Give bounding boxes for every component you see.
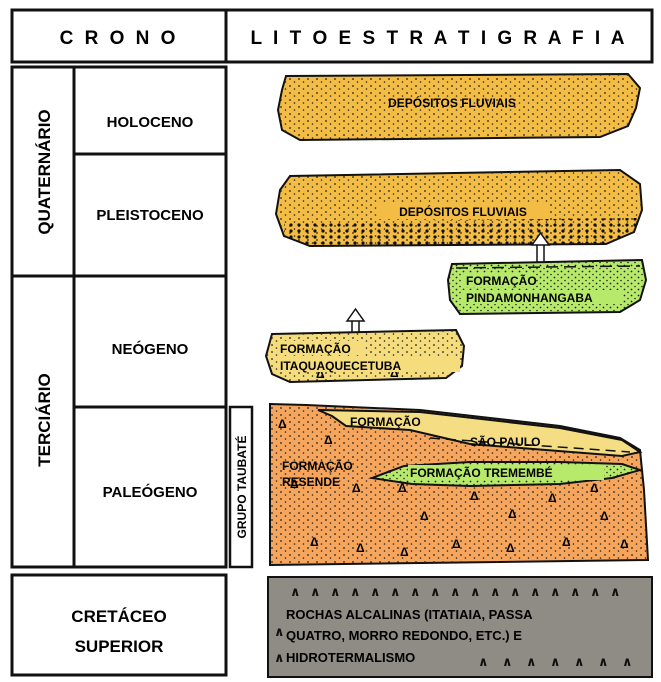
period-cretaceo: CRETÁCEO — [71, 607, 166, 626]
epoch-holoceno: HOLOCENO — [107, 114, 194, 131]
label-alcalinas-3: HIDROTERMALISMO — [286, 650, 415, 665]
svg-text:Δ: Δ — [620, 537, 629, 551]
svg-text:Δ: Δ — [324, 433, 333, 447]
svg-text:Δ: Δ — [470, 489, 479, 503]
svg-text:Δ: Δ — [352, 481, 361, 495]
svg-text:∧: ∧ — [526, 654, 537, 669]
svg-text:Δ: Δ — [452, 537, 461, 551]
svg-text:∧: ∧ — [598, 654, 609, 669]
unit-itaquaquecetuba: Δ Δ — [266, 330, 464, 382]
label-sao-paulo-1: FORMAÇÃO — [350, 414, 421, 429]
period-superior: SUPERIOR — [75, 637, 164, 656]
svg-text:Δ: Δ — [420, 509, 429, 523]
svg-text:Δ: Δ — [600, 509, 609, 523]
svg-text:∧: ∧ — [430, 584, 441, 599]
svg-text:∧: ∧ — [330, 584, 341, 599]
svg-text:∧: ∧ — [622, 654, 633, 669]
label-pindamonhangaba-1: FORMAÇÃO — [466, 273, 537, 288]
svg-text:Δ: Δ — [356, 541, 365, 555]
svg-text:Δ: Δ — [506, 541, 515, 555]
svg-text:∧: ∧ — [390, 584, 401, 599]
svg-text:∧: ∧ — [590, 584, 601, 599]
svg-text:∧: ∧ — [274, 624, 285, 639]
litho-header: L I T O E S T R A T I G R A F I A — [251, 28, 628, 49]
label-pindamonhangaba-2: PINDAMONHANGABA — [466, 291, 593, 305]
label-itaquaquecetuba-2: ITAQUAQUECETUBA — [280, 359, 401, 373]
label-sao-paulo-2: SÃO PAULO — [470, 434, 540, 449]
svg-text:∧: ∧ — [510, 584, 521, 599]
svg-text:Δ: Δ — [548, 491, 557, 505]
svg-text:∧: ∧ — [490, 584, 501, 599]
epoch-paleogeno: PALEÓGENO — [103, 483, 198, 501]
period-terciario: TERCIÁRIO — [35, 373, 54, 467]
label-tremembe: FORMAÇÃO TREMEMBÉ — [410, 465, 553, 480]
svg-text:∧: ∧ — [290, 584, 301, 599]
svg-text:Δ: Δ — [508, 507, 517, 521]
epoch-neogeno: NEÓGENO — [112, 340, 189, 358]
svg-text:∧: ∧ — [570, 584, 581, 599]
svg-text:∧: ∧ — [550, 584, 561, 599]
label-alcalinas-1: ROCHAS ALCALINAS (ITATIAIA, PASSA — [286, 607, 533, 622]
svg-text:∧: ∧ — [410, 584, 421, 599]
svg-text:∧: ∧ — [310, 584, 321, 599]
period-quaternario: QUATERNÁRIO — [35, 109, 54, 234]
label-resende-2: RESENDE — [282, 475, 340, 489]
svg-text:Δ: Δ — [310, 535, 319, 549]
svg-text:∧: ∧ — [370, 584, 381, 599]
svg-text:Δ: Δ — [590, 481, 599, 495]
svg-text:Δ: Δ — [562, 535, 571, 549]
grupo-taubate-label: GRUPO TAUBATÉ — [234, 436, 249, 539]
svg-text:Δ: Δ — [278, 417, 287, 431]
svg-text:∧: ∧ — [550, 654, 561, 669]
svg-text:∧: ∧ — [502, 654, 513, 669]
svg-text:∧: ∧ — [450, 584, 461, 599]
svg-text:Δ: Δ — [400, 545, 409, 559]
label-resende-1: FORMAÇÃO — [282, 458, 353, 473]
svg-text:∧: ∧ — [530, 584, 541, 599]
svg-text:∧: ∧ — [470, 584, 481, 599]
label-pleistoceno-deposits: DEPÓSITOS FLUVIAIS — [399, 204, 527, 219]
svg-text:∧: ∧ — [610, 584, 621, 599]
label-alcalinas-2: QUATRO, MORRO REDONDO, ETC.) E — [286, 628, 522, 643]
svg-text:∧: ∧ — [574, 654, 585, 669]
svg-text:∧: ∧ — [274, 650, 285, 665]
epoch-pleistoceno: PLEISTOCENO — [96, 207, 204, 224]
label-holoceno-deposits: DEPÓSITOS FLUVIAIS — [388, 95, 516, 110]
svg-text:∧: ∧ — [478, 654, 489, 669]
label-itaquaquecetuba-1: FORMAÇÃO — [280, 341, 351, 356]
crono-header: C R O N O — [60, 28, 179, 49]
svg-text:∧: ∧ — [350, 584, 361, 599]
